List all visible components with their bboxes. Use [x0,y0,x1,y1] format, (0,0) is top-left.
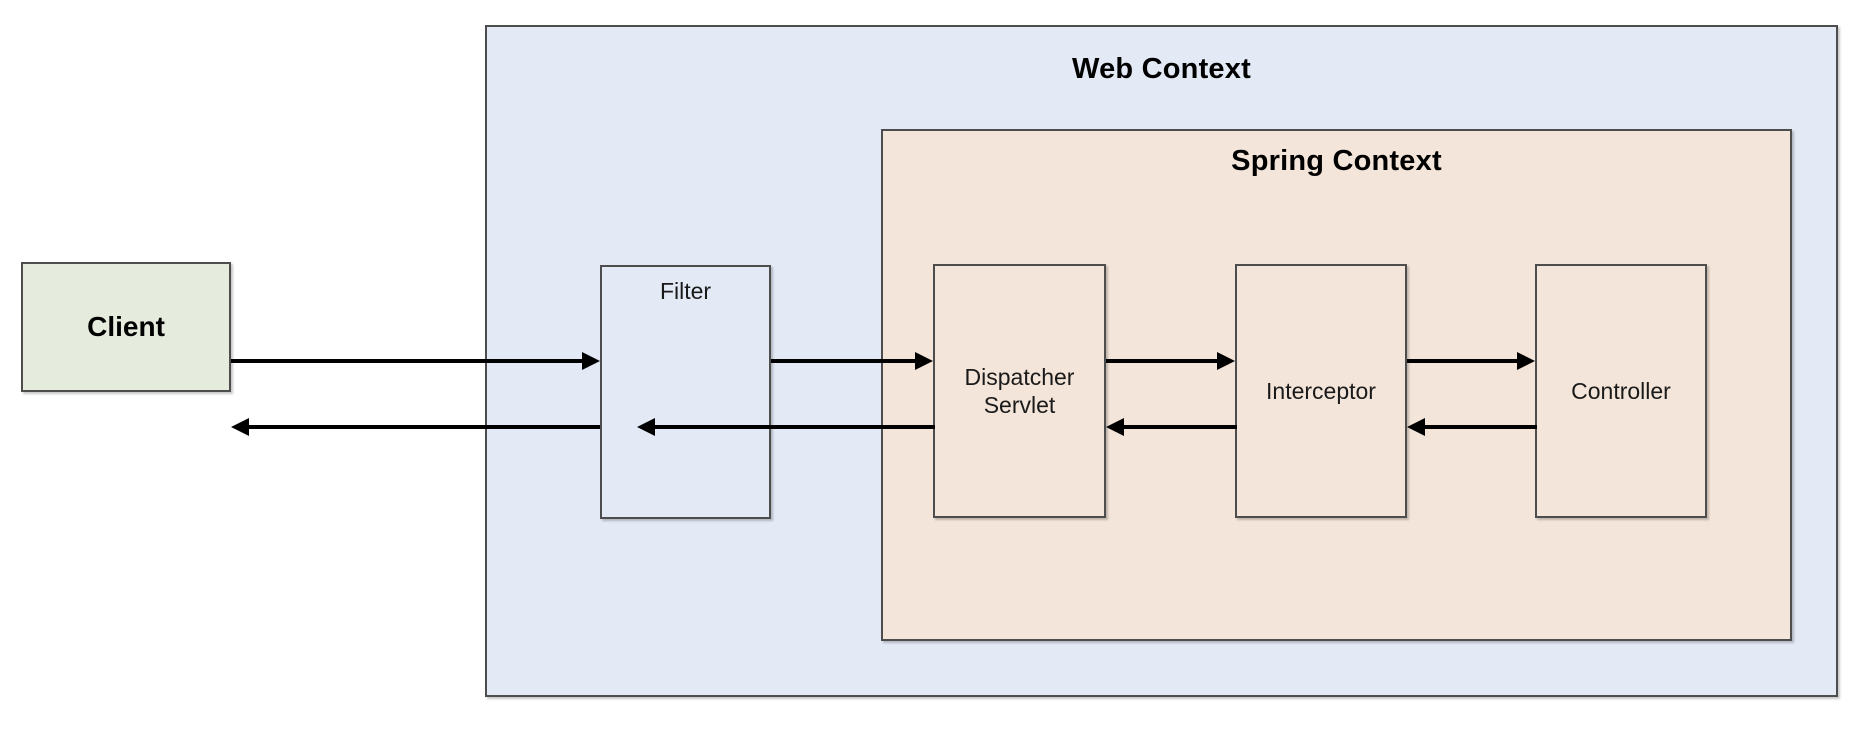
node-controller-label: Controller [1571,377,1671,404]
connector-interceptor-to-dispatcher [1124,425,1237,429]
connector-dispatcher-to-filter [655,425,935,429]
connector-filter-to-client [249,425,600,429]
arrowhead-filter-to-client-icon [231,418,249,436]
node-dispatcher-servlet[interactable]: Dispatcher Servlet [933,264,1106,518]
node-interceptor-label: Interceptor [1266,377,1376,404]
node-controller[interactable]: Controller [1535,264,1707,518]
arrowhead-filter-to-dispatcher-icon [915,352,933,370]
arrowhead-interceptor-to-dispatcher-icon [1106,418,1124,436]
node-client-label: Client [87,310,165,342]
node-interceptor[interactable]: Interceptor [1235,264,1407,518]
arrowhead-controller-to-interceptor-icon [1407,418,1425,436]
node-client[interactable]: Client [21,262,231,392]
arrowhead-dispatcher-to-interceptor-icon [1217,352,1235,370]
connector-filter-to-dispatcher [771,359,915,363]
connector-client-to-filter [231,359,582,363]
node-filter-label: Filter [659,278,712,304]
connector-interceptor-to-controller [1407,359,1517,363]
arrowhead-interceptor-to-controller-icon [1517,352,1535,370]
arrowhead-dispatcher-to-filter-icon [637,418,655,436]
connector-dispatcher-to-interceptor [1106,359,1217,363]
node-dispatcher-servlet-label: Dispatcher Servlet [964,363,1075,418]
arrowhead-client-to-filter-icon [582,352,600,370]
web-context-title: Web Context [1072,53,1251,85]
spring-context-title: Spring Context [1231,145,1442,177]
connector-controller-to-interceptor [1425,425,1537,429]
node-filter[interactable]: Filter [600,265,771,519]
